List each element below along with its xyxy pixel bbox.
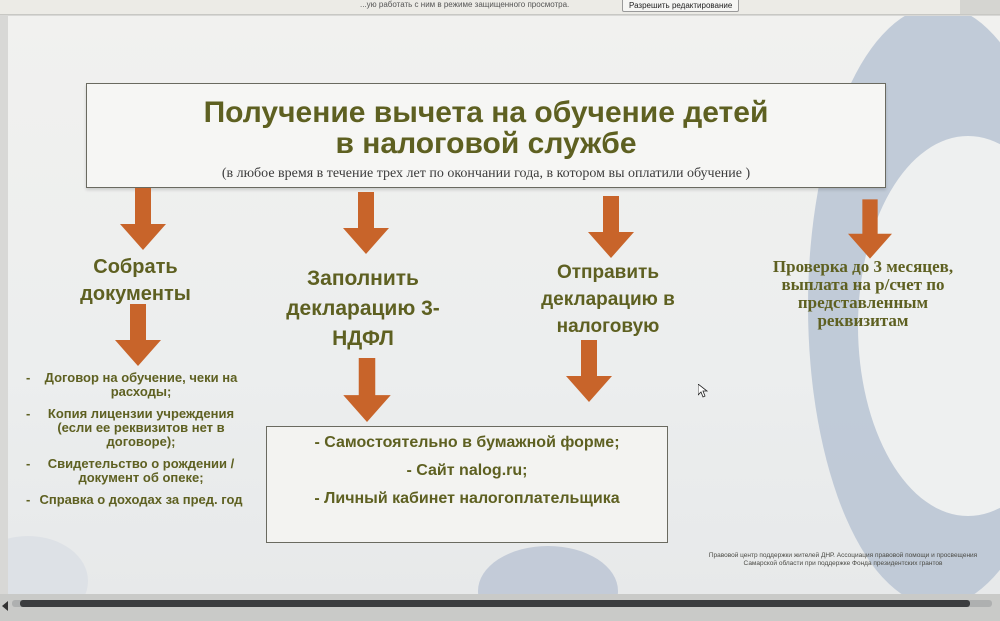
down-arrow-icon [564, 340, 614, 402]
step-text: НДФЛ [332, 327, 394, 350]
list-dash: - [26, 370, 31, 385]
down-arrow-icon [341, 358, 393, 422]
list-dash: - [26, 456, 31, 471]
bottom-scroll-area [0, 594, 1000, 621]
down-arrow-icon [120, 188, 166, 250]
protected-view-bar: ...ую работать с ним в режиме защищенног… [0, 0, 1000, 15]
submission-option: - Сайт nalog.ru; [406, 462, 528, 479]
step-text: декларацию в [541, 289, 675, 310]
submission-option: - Самостоятельно в бумажной форме; [314, 434, 620, 451]
slide-title-line1: Получение вычета на обучение детей [203, 96, 769, 129]
slide-subtitle: (в любое время в течение трех лет по око… [221, 166, 751, 181]
step-collect-documents: Собрать документы [48, 254, 223, 308]
documents-list: - Договор на обучение, чеки на расходы; … [26, 371, 246, 515]
down-arrow-icon [115, 304, 161, 366]
list-item-text: Договор на обучение, чеки на расходы; [44, 370, 238, 399]
step-text: реквизитам [817, 311, 909, 330]
list-dash: - [26, 492, 31, 507]
list-item: - Свидетельство о рождении / документ об… [26, 457, 246, 485]
slide-title-line2: в налоговой службе [335, 127, 637, 160]
step-text: Проверка до 3 месяцев, [772, 257, 954, 276]
step-text: документы [80, 283, 191, 305]
list-dash: - [26, 406, 31, 421]
down-arrow-icon [343, 192, 389, 254]
list-item-text: Копия лицензии учреждения (если ее рекви… [47, 406, 235, 449]
protected-view-message: ...ую работать с ним в режиме защищенног… [360, 0, 570, 9]
scroll-left-arrow-icon[interactable] [0, 597, 10, 611]
step-send-declaration: Отправить декларацию в налоговую [518, 259, 698, 340]
step-fill-declaration: Заполнить декларацию 3- НДФЛ [258, 264, 468, 354]
submission-options-box: - Самостоятельно в бумажной форме; - Сай… [266, 426, 668, 543]
step-text: представленным [797, 293, 929, 312]
list-item: - Справка о доходах за пред. год [26, 493, 246, 507]
decor-shape-left [8, 536, 88, 594]
down-arrow-icon [588, 196, 634, 258]
step-text: Отправить [556, 262, 660, 283]
toolbar-edge [960, 0, 1000, 14]
submission-option: - Личный кабинет налогоплательщика [314, 490, 620, 507]
step-text: выплата на р/счет по [781, 275, 945, 294]
list-item-text: Справка о доходах за пред. год [39, 492, 243, 507]
mouse-cursor-icon [697, 383, 709, 402]
list-item: - Договор на обучение, чеки на расходы; [26, 371, 246, 399]
down-arrow-icon [848, 199, 892, 259]
list-item-text: Свидетельство о рождении / документ об о… [47, 456, 235, 485]
step-text: Заполнить [307, 267, 419, 290]
footer-credit: Правовой центр поддержки жителей ДНР. Ас… [708, 552, 978, 567]
presentation-slide: Получение вычета на обучение детей в нал… [8, 16, 1000, 594]
scrollbar-thumb[interactable] [20, 600, 970, 607]
list-item: - Копия лицензии учреждения (если ее рек… [26, 407, 246, 449]
step-text: декларацию 3- [286, 297, 440, 320]
decor-shape-bottom [478, 546, 618, 594]
step-text: Собрать [93, 256, 178, 278]
step-check-payment: Проверка до 3 месяцев, выплата на р/счет… [748, 258, 978, 330]
enable-editing-button[interactable]: Разрешить редактирование [622, 0, 740, 12]
title-box: Получение вычета на обучение детей в нал… [86, 83, 886, 188]
step-text: налоговую [556, 316, 660, 337]
